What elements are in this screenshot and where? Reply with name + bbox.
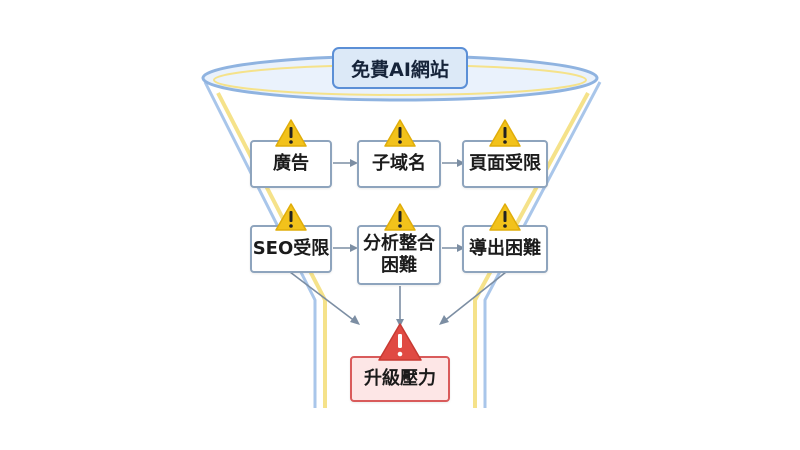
warning-icon bbox=[383, 118, 417, 148]
warning-icon bbox=[274, 118, 308, 148]
node-ads: 廣告 bbox=[250, 140, 332, 188]
node-export-difficulty: 導出困難 bbox=[462, 225, 548, 273]
node-upgrade-pressure: 升級壓力 bbox=[350, 356, 450, 402]
node-seo-limit: SEO受限 bbox=[250, 225, 332, 273]
warning-icon bbox=[488, 202, 522, 232]
arrow-export-to-result bbox=[442, 271, 507, 323]
warning-icon bbox=[274, 202, 308, 232]
arrow-seo-to-result bbox=[289, 271, 357, 323]
alert-icon bbox=[377, 322, 423, 362]
node-page-limit: 頁面受限 bbox=[462, 140, 548, 188]
funnel-title: 免費AI網站 bbox=[332, 47, 468, 89]
funnel-outline-blue bbox=[203, 81, 602, 408]
arrow-heads bbox=[350, 159, 465, 327]
warning-icon bbox=[488, 118, 522, 148]
node-subdomain: 子域名 bbox=[357, 140, 441, 188]
node-analytics-integration: 分析整合困難 bbox=[357, 225, 441, 285]
warning-icon bbox=[383, 202, 417, 232]
